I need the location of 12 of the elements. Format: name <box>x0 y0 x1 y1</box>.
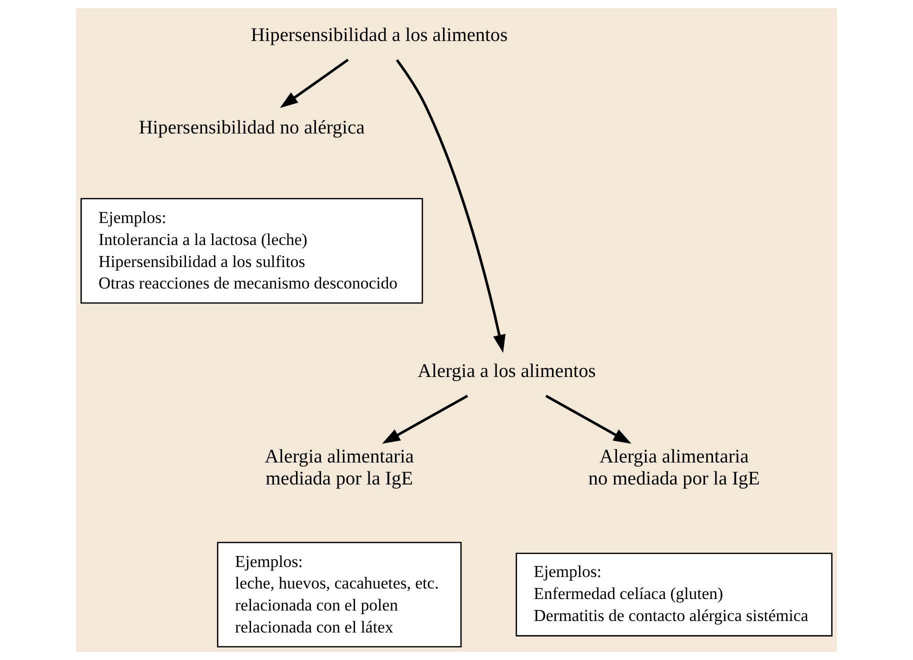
node-text: Hipersensibilidad a los alimentos <box>250 24 508 46</box>
node-text: Alergia a los alimentos <box>418 361 596 382</box>
node-text: Alergia alimentaria mediada por la IgE <box>264 446 414 490</box>
node-text: Alergia alimentaria no mediada por la IgE <box>588 446 760 490</box>
arrow <box>396 59 506 353</box>
node-text: Hipersensibilidad no alérgica <box>138 118 365 139</box>
node-box: Ejemplos: leche, huevos, cacahuetes, etc. relacionada con el polen relacionada con el látex <box>217 542 462 648</box>
arrow <box>280 58 349 108</box>
arrow <box>382 394 468 444</box>
node-box: Ejemplos: Intolerancia a la lactosa (leche) Hipersensibilidad a los sulfitos Otras reacciones de mecanismo desconocido <box>80 198 424 304</box>
arrow <box>545 394 632 444</box>
node-box: Ejemplos: Enfermedad celíaca (gluten) Dermatitis de contacto alérgica sistémica <box>516 552 832 636</box>
